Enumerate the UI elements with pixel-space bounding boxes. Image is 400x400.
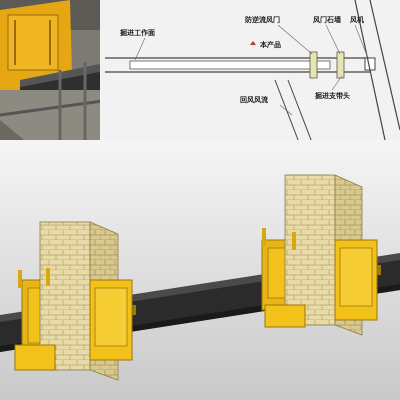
label-work-face: 掘进工作面 [120, 28, 155, 37]
equipment-photo [0, 0, 110, 145]
door-right [336, 51, 345, 79]
door-unit-left [14, 221, 136, 381]
door-left [309, 51, 318, 79]
label-fan: 风机 [350, 15, 364, 24]
door-unit-right [261, 174, 381, 336]
label-door: 防逆流风门 [245, 15, 280, 24]
door-system-3d-render [0, 140, 400, 400]
label-wall: 风门石墙 [313, 15, 341, 24]
mine-ventilation-schematic: 掘进工作面 防逆流风门 本产品 风门石墙 风机 回风风流 掘进支带头 [100, 0, 400, 145]
product-marker [250, 41, 256, 45]
label-product: 本产品 [259, 40, 281, 49]
label-return-air: 回风风流 [240, 95, 268, 104]
air-duct [129, 60, 331, 70]
label-support-head: 掘进支带头 [315, 91, 350, 100]
